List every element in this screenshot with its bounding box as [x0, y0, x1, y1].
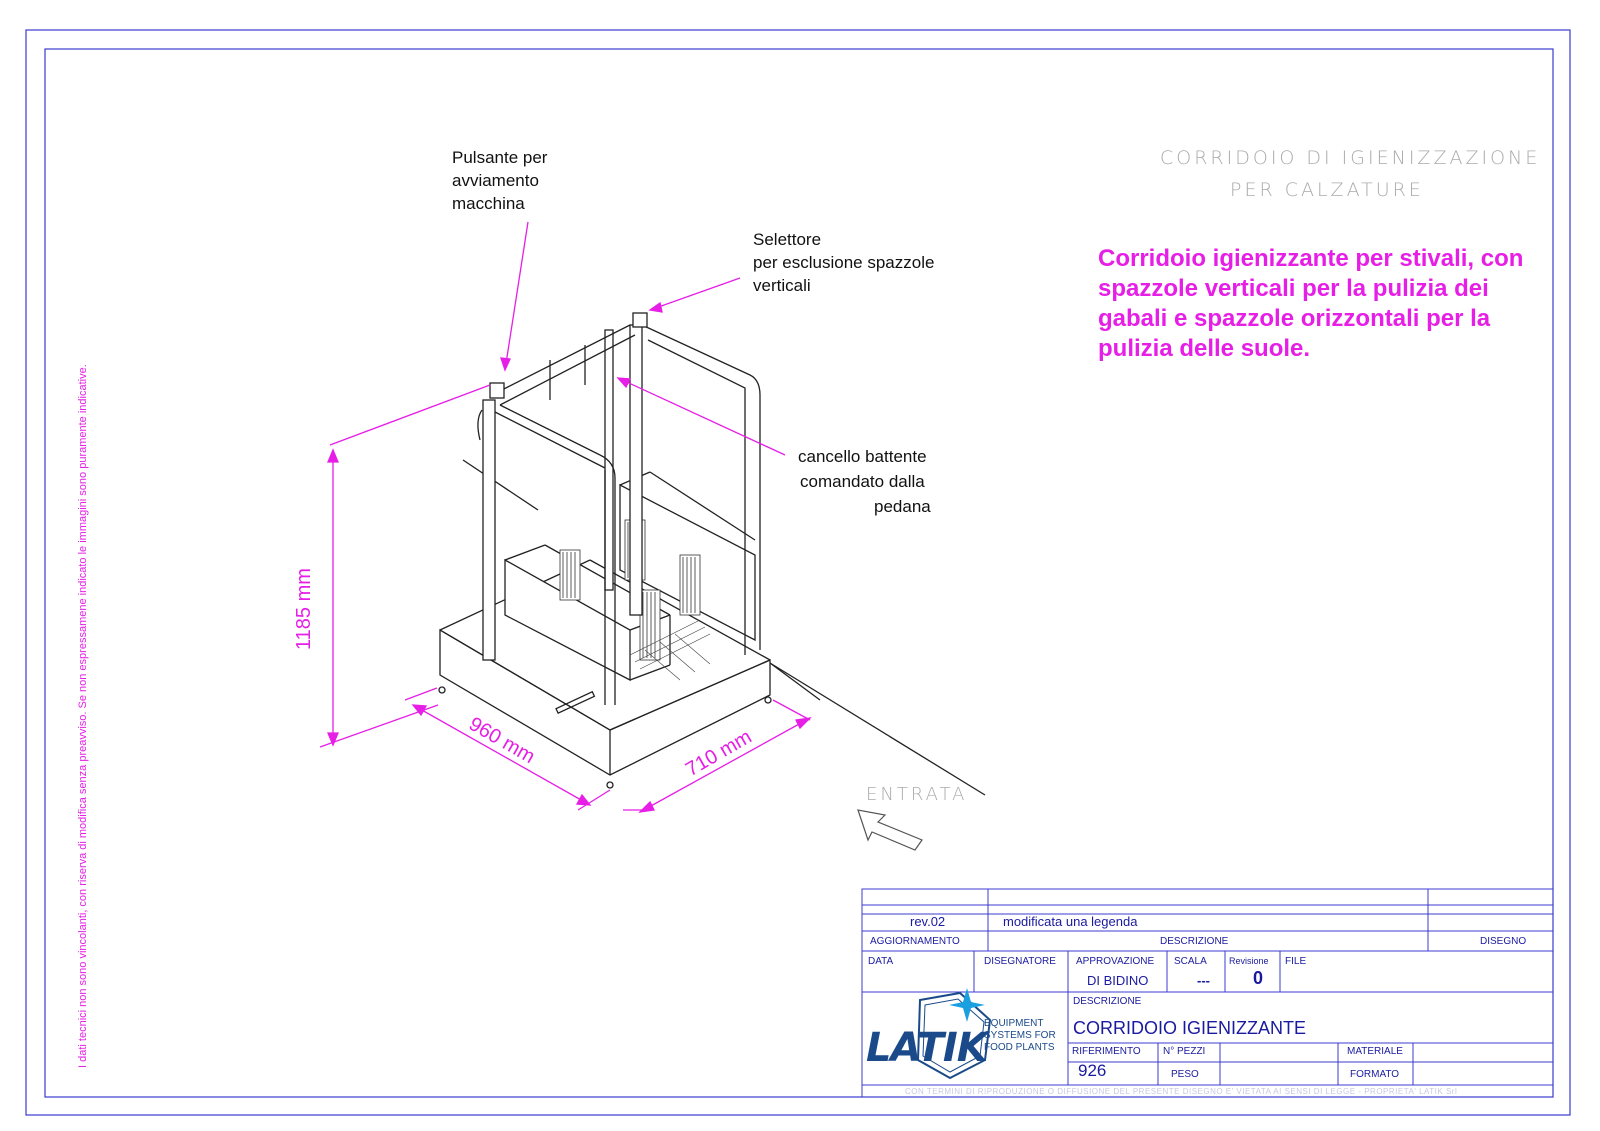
description-line-2: spazzole verticali per la pulizia dei: [1098, 275, 1489, 302]
dimension-lines: [319, 221, 812, 813]
rev-number: rev.02: [910, 914, 946, 929]
header-disegno: DISEGNO: [1480, 936, 1527, 947]
title-block-grid: [861, 888, 1554, 1098]
sheet-title-line2: PER CALZATURE: [1230, 179, 1424, 201]
description-line-4: pulizia delle suole.: [1098, 335, 1311, 362]
header-descrizione-2: DESCRIZIONE: [1073, 996, 1142, 1007]
drawing-description: CORRIDOIO IGIENIZZANTE: [1073, 1018, 1307, 1038]
header-materiale: MATERIALE: [1347, 1046, 1403, 1057]
callout-selector-2: per esclusione spazzole: [753, 253, 935, 272]
entrance-label: ENTRATA: [866, 784, 968, 805]
header-peso: PESO: [1171, 1069, 1199, 1080]
dimension-height-label: 1185 mm: [293, 568, 315, 650]
rev-description: modificata una legenda: [1003, 914, 1138, 929]
callout-gate-2: comandato dalla: [800, 472, 925, 491]
description-line-3: gabali e spazzole orizzontali per la: [1098, 305, 1491, 332]
inner-frame: [44, 48, 1554, 1098]
riferimento-value: 926: [1078, 1061, 1107, 1080]
callout-start-button-3: macchina: [452, 194, 525, 213]
scala-value: ---: [1197, 973, 1210, 988]
entrance-arrow: [857, 809, 923, 851]
callout-gate-3: pedana: [874, 497, 931, 516]
callout-selector-1: Selettore: [753, 230, 822, 249]
outer-frame: [25, 29, 1571, 1116]
callout-selector-3: verticali: [753, 276, 811, 295]
header-npezzi: N° PEZZI: [1163, 1046, 1206, 1057]
header-approvazione: APPROVAZIONE: [1076, 956, 1155, 967]
header-disegnatore: DISEGNATORE: [984, 956, 1056, 967]
footer-copyright: CON TERMINI DI RIPRODUZIONE O DIFFUSIONE…: [905, 1087, 1458, 1096]
header-revisione: Revisione: [1229, 956, 1269, 966]
callout-start-button-2: avviamento: [452, 171, 539, 190]
latik-logo: [916, 988, 992, 1080]
header-descrizione: DESCRIZIONE: [1160, 936, 1229, 947]
callout-start-button-1: Pulsante per: [452, 148, 548, 167]
header-data: DATA: [868, 956, 894, 967]
approvazione-value: DI BIDINO: [1087, 973, 1149, 988]
header-aggiornamento: AGGIORNAMENTO: [870, 936, 960, 947]
machine-drawing: [438, 312, 986, 796]
header-formato: FORMATO: [1350, 1069, 1400, 1080]
header-scala: SCALA: [1174, 956, 1207, 967]
logo-tagline-1: EQUIPMENT: [984, 1018, 1044, 1029]
revisione-value: 0: [1253, 968, 1264, 988]
sheet-title-line1: CORRIDOIO DI IGIENIZZAZIONE: [1160, 147, 1541, 169]
logo-wordmark: LATIK: [866, 1025, 988, 1071]
logo-tagline-2: SYSTEMS FOR: [984, 1030, 1056, 1041]
callout-gate-1: cancello battente: [798, 447, 927, 466]
header-file: FILE: [1285, 956, 1307, 967]
header-riferimento: RIFERIMENTO: [1072, 1046, 1141, 1057]
description-line-1: Corridoio igienizzante per stivali, con: [1098, 245, 1524, 272]
logo-tagline-3: FOOD PLANTS: [984, 1042, 1055, 1053]
side-disclaimer: I dati tecnici non sono vincolanti, con …: [77, 364, 89, 1068]
